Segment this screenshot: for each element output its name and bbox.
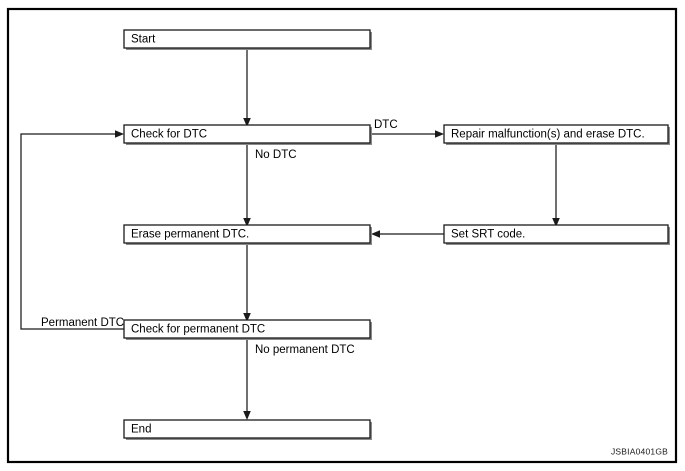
node-check-for-permanent-dtc: Check for permanent DTC — [123, 319, 372, 340]
edge-set-srt-to-erase-permanent — [371, 230, 444, 238]
node-start-label: Start — [131, 34, 156, 46]
node-erase-permanent-dtc-label: Erase permanent DTC. — [131, 229, 249, 241]
node-end: End — [123, 419, 372, 440]
node-set-srt-code: Set SRT code. — [443, 224, 670, 245]
node-start: Start — [123, 29, 372, 50]
node-check-for-dtc-label: Check for DTC — [131, 129, 207, 141]
edge-check-dtc-to-erase-permanent — [243, 143, 251, 227]
node-check-for-dtc: Check for DTC — [123, 124, 372, 145]
node-repair-malfunctions: Repair malfunction(s) and erase DTC. — [443, 124, 670, 145]
edge-start-to-check-dtc — [243, 48, 251, 127]
edge-repair-to-set-srt — [552, 143, 560, 227]
edge-label-no-permanent-dtc: No permanent DTC — [255, 344, 355, 356]
figure-watermark: JSBIA0401GB — [611, 446, 668, 456]
figure-border — [6, 7, 678, 464]
edge-check-permanent-to-end — [243, 338, 251, 420]
node-repair-malfunctions-label: Repair malfunction(s) and erase DTC. — [451, 129, 645, 141]
edge-label-no-dtc: No DTC — [255, 149, 297, 161]
edge-label-permanent-dtc: Permanent DTC — [41, 317, 124, 329]
node-set-srt-code-label: Set SRT code. — [451, 229, 525, 241]
edge-check-dtc-to-repair — [370, 130, 444, 138]
edge-label-dtc: DTC — [374, 119, 398, 131]
node-end-label: End — [131, 424, 151, 436]
edge-erase-permanent-to-check-permanent — [243, 243, 251, 322]
edge-check-permanent-feedback-loop — [20, 130, 124, 330]
node-check-for-permanent-dtc-label: Check for permanent DTC — [131, 324, 265, 336]
node-erase-permanent-dtc: Erase permanent DTC. — [123, 224, 372, 245]
